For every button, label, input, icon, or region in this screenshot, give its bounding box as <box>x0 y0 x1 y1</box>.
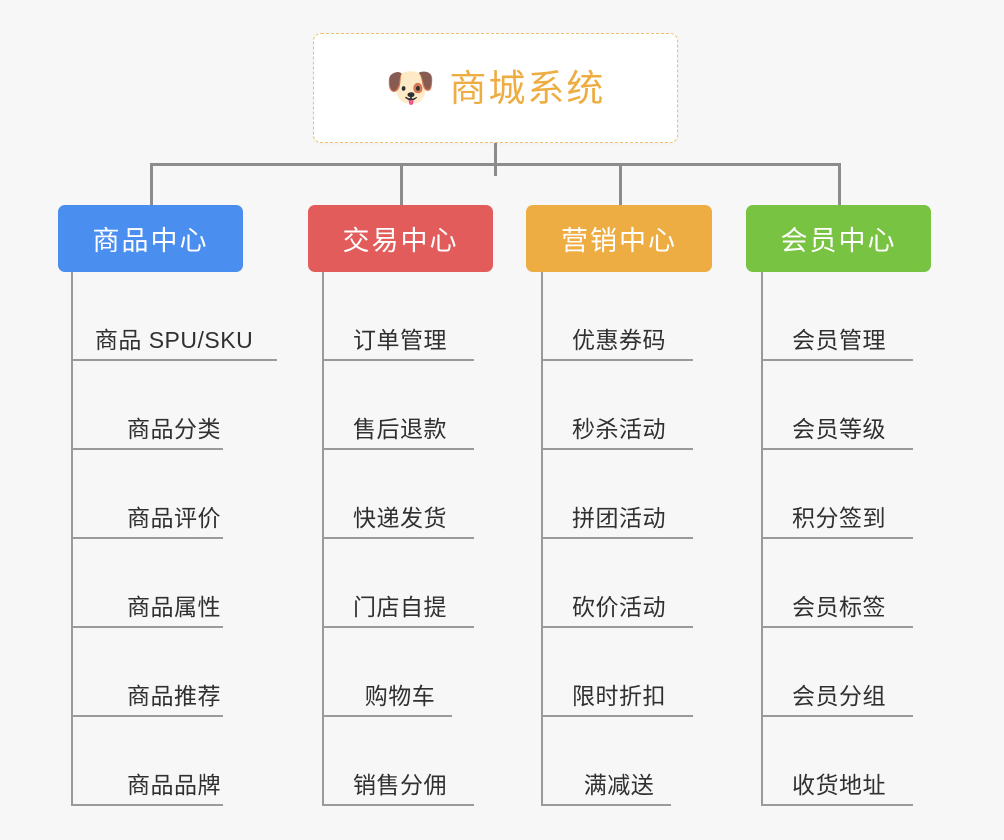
leaf-node-label: 售后退款 <box>353 416 447 442</box>
category-node-label: 商品中心 <box>92 226 209 256</box>
leaf-node[interactable]: 商品分类 <box>71 361 277 450</box>
leaf-node[interactable]: 满减送 <box>541 717 697 806</box>
leaf-node-underline <box>71 626 223 628</box>
leaf-column-4: 会员管理会员等级积分签到会员标签会员分组收货地址 <box>761 272 917 806</box>
leaf-node-underline <box>761 626 913 628</box>
shiba-dog-emoji: 🐶 <box>385 66 436 110</box>
leaf-column-spine <box>761 272 763 806</box>
leaf-column-spine <box>541 272 543 806</box>
leaf-node[interactable]: 秒杀活动 <box>541 361 697 450</box>
leaf-node-underline <box>541 626 693 628</box>
leaf-node-label: 订单管理 <box>353 327 447 353</box>
leaf-node-underline <box>71 359 277 361</box>
leaf-node-label: 积分签到 <box>792 505 886 531</box>
leaf-node[interactable]: 商品评价 <box>71 450 277 539</box>
category-node-label: 营销中心 <box>561 226 677 256</box>
leaf-node-label: 秒杀活动 <box>572 416 666 442</box>
leaf-node-label: 砍价活动 <box>572 594 666 620</box>
connector-category-stem <box>838 163 841 207</box>
leaf-node-underline <box>322 537 474 539</box>
leaf-node-label: 商品品牌 <box>127 772 221 798</box>
leaf-node-label: 商品分类 <box>127 416 221 442</box>
leaf-node-underline <box>541 537 693 539</box>
leaf-node-underline <box>541 359 693 361</box>
leaf-node-underline <box>322 448 474 450</box>
leaf-node-label: 商品属性 <box>127 594 221 620</box>
category-node-4[interactable]: 会员中心 <box>746 205 931 272</box>
category-node-2[interactable]: 交易中心 <box>308 205 493 272</box>
leaf-node-underline <box>322 715 452 717</box>
category-node-label: 会员中心 <box>780 226 897 256</box>
leaf-node-underline <box>71 537 223 539</box>
leaf-node[interactable]: 收货地址 <box>761 717 917 806</box>
leaf-column-2: 订单管理售后退款快递发货门店自提购物车销售分佣 <box>322 272 478 806</box>
leaf-node[interactable]: 快递发货 <box>322 450 478 539</box>
connector-category-stem <box>619 163 622 207</box>
leaf-node-label: 会员标签 <box>792 594 886 620</box>
connector-root-stem <box>494 143 497 176</box>
leaf-node[interactable]: 会员标签 <box>761 539 917 628</box>
leaf-node-label: 商品推荐 <box>127 683 221 709</box>
leaf-column-spine <box>71 272 73 806</box>
leaf-node-label: 优惠券码 <box>572 327 666 353</box>
leaf-node[interactable]: 会员分组 <box>761 628 917 717</box>
leaf-node-underline <box>541 715 693 717</box>
leaf-node[interactable]: 商品属性 <box>71 539 277 628</box>
connector-category-stem <box>400 163 403 207</box>
leaf-column-spine <box>322 272 324 806</box>
leaf-node-label: 门店自提 <box>353 594 447 620</box>
leaf-node-label: 销售分佣 <box>353 772 447 798</box>
leaf-node-label: 商品 SPU/SKU <box>94 327 254 353</box>
leaf-node-underline <box>71 715 223 717</box>
leaf-node[interactable]: 销售分佣 <box>322 717 478 806</box>
leaf-node-underline <box>541 804 671 806</box>
root-node[interactable]: 🐶 商城系统 <box>313 33 678 143</box>
connector-category-stem <box>150 163 153 207</box>
leaf-node-underline <box>761 804 913 806</box>
leaf-node-label: 收货地址 <box>792 772 886 798</box>
leaf-node-underline <box>71 448 223 450</box>
leaf-node[interactable]: 订单管理 <box>322 272 478 361</box>
leaf-node-label: 限时折扣 <box>572 683 666 709</box>
leaf-node-label: 满减送 <box>583 772 655 798</box>
leaf-node-label: 会员等级 <box>792 416 886 442</box>
leaf-node-underline <box>71 804 223 806</box>
leaf-node[interactable]: 优惠券码 <box>541 272 697 361</box>
leaf-node[interactable]: 门店自提 <box>322 539 478 628</box>
connector-horizontal-bus <box>150 163 840 166</box>
leaf-node[interactable]: 商品推荐 <box>71 628 277 717</box>
leaf-node[interactable]: 限时折扣 <box>541 628 697 717</box>
leaf-node-underline <box>761 537 913 539</box>
leaf-node-underline <box>761 359 913 361</box>
leaf-node-underline <box>322 359 474 361</box>
leaf-node-label: 会员分组 <box>792 683 886 709</box>
leaf-node[interactable]: 商品 SPU/SKU <box>71 272 277 361</box>
leaf-node-underline <box>322 626 474 628</box>
leaf-node[interactable]: 会员管理 <box>761 272 917 361</box>
category-node-label: 交易中心 <box>342 226 459 256</box>
leaf-node[interactable]: 拼团活动 <box>541 450 697 539</box>
leaf-column-3: 优惠券码秒杀活动拼团活动砍价活动限时折扣满减送 <box>541 272 697 806</box>
leaf-node[interactable]: 商品品牌 <box>71 717 277 806</box>
leaf-node[interactable]: 积分签到 <box>761 450 917 539</box>
leaf-node[interactable]: 会员等级 <box>761 361 917 450</box>
category-node-1[interactable]: 商品中心 <box>58 205 243 272</box>
leaf-node-label: 商品评价 <box>127 505 221 531</box>
leaf-node-label: 拼团活动 <box>572 505 666 531</box>
leaf-node-underline <box>541 448 693 450</box>
leaf-node[interactable]: 售后退款 <box>322 361 478 450</box>
leaf-node-underline <box>761 715 913 717</box>
leaf-node-underline <box>761 448 913 450</box>
leaf-column-1: 商品 SPU/SKU 商品分类商品评价商品属性商品推荐商品品牌 <box>71 272 277 806</box>
leaf-node[interactable]: 砍价活动 <box>541 539 697 628</box>
leaf-node-label: 购物车 <box>364 683 436 709</box>
leaf-node[interactable]: 购物车 <box>322 628 478 717</box>
leaf-node-label: 会员管理 <box>792 327 886 353</box>
leaf-node-label: 快递发货 <box>353 505 447 531</box>
leaf-node-underline <box>322 804 474 806</box>
root-node-title: 商城系统 <box>449 67 606 109</box>
category-node-3[interactable]: 营销中心 <box>526 205 712 272</box>
